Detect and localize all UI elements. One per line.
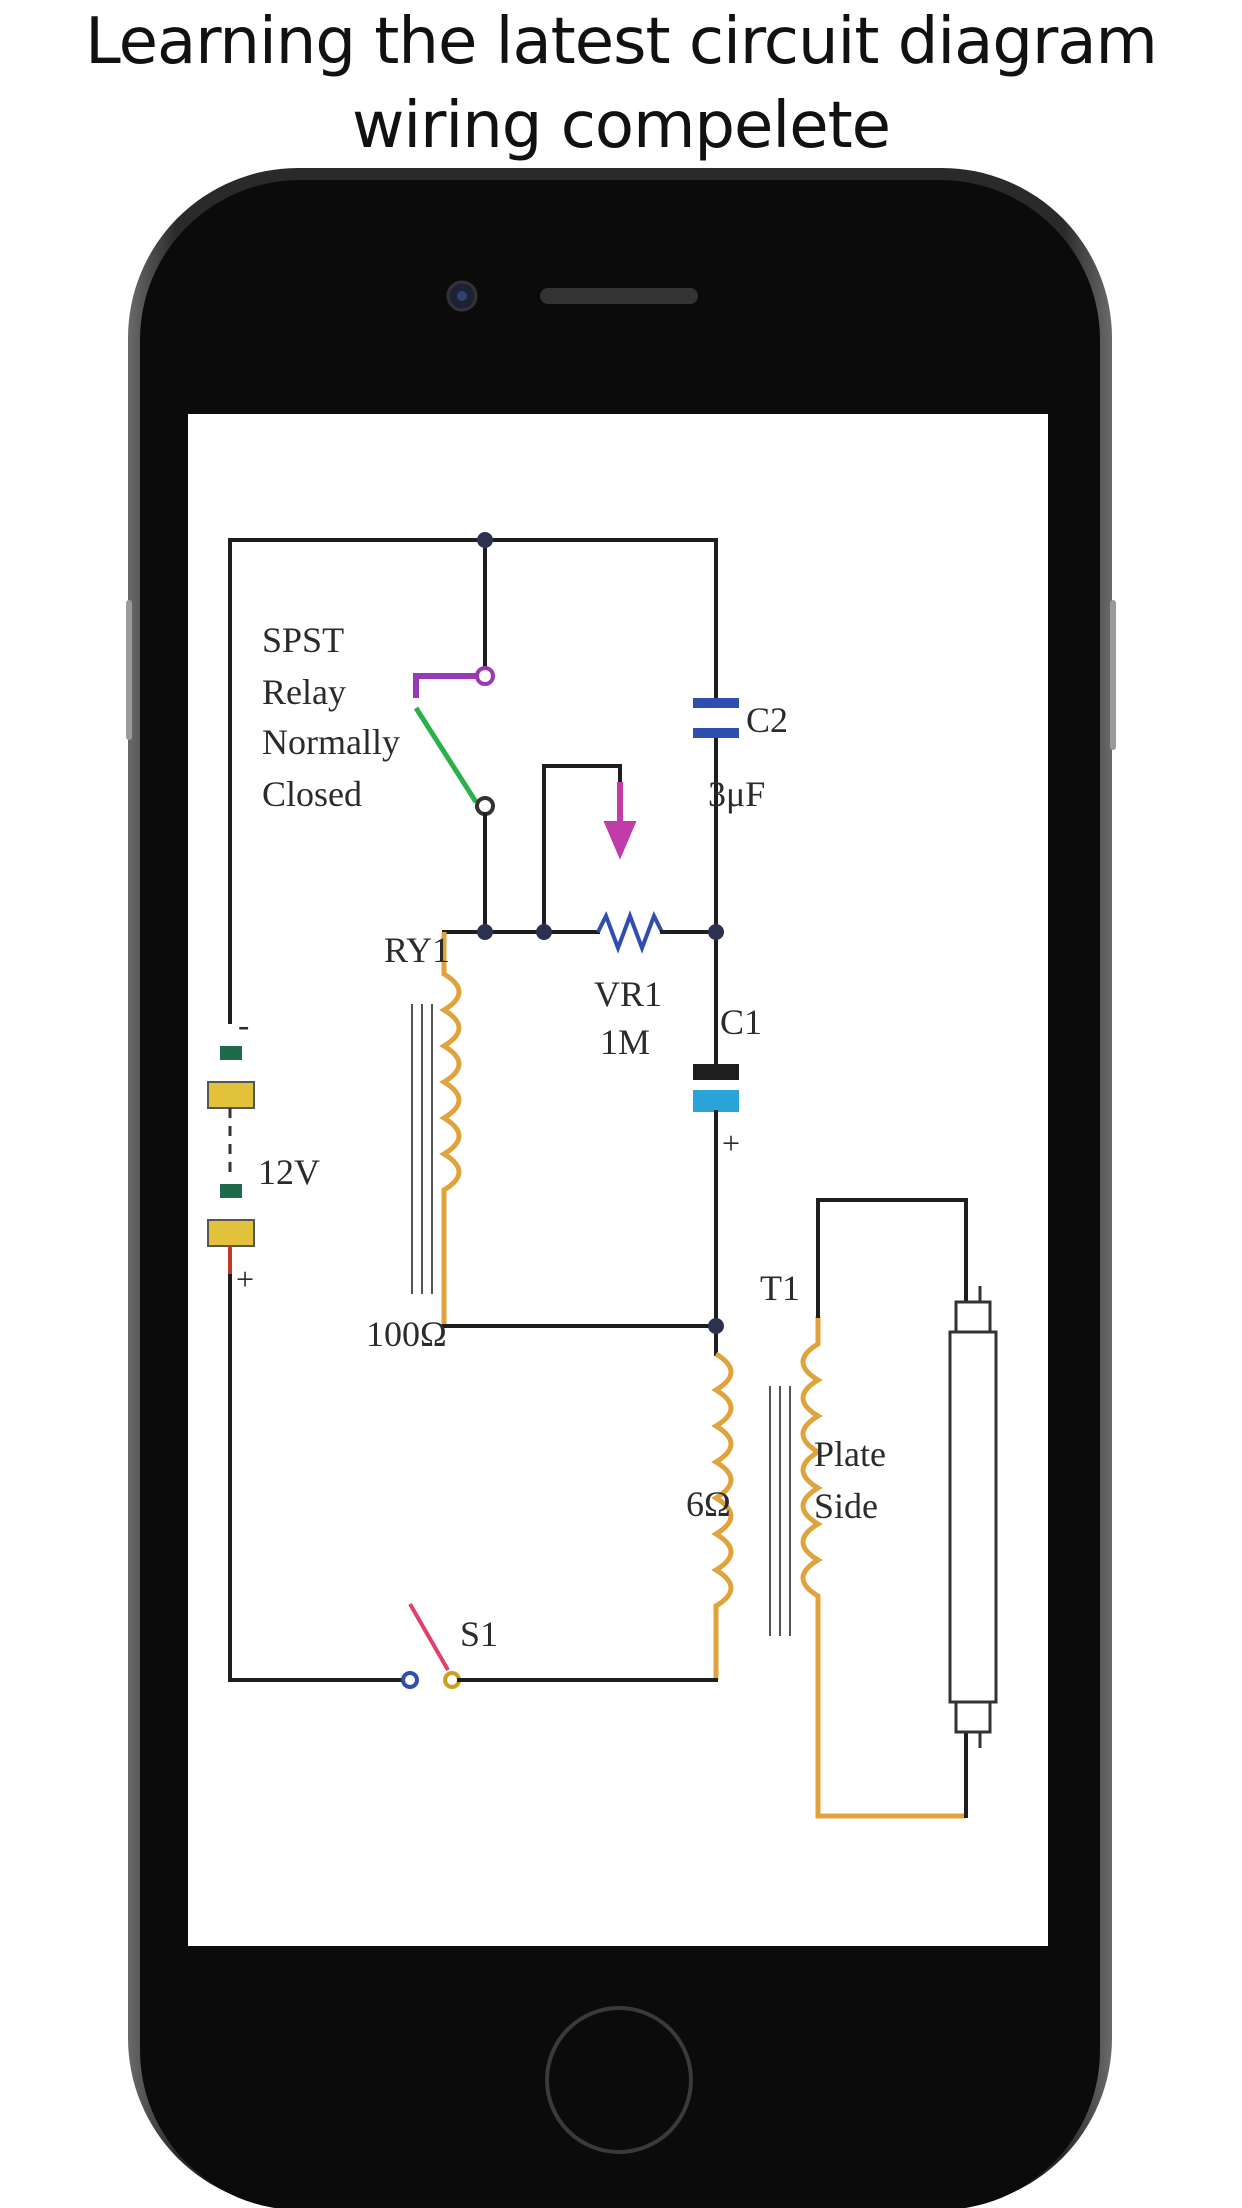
relay-contact bbox=[413, 666, 495, 816]
label-relay: Relay bbox=[262, 672, 346, 712]
label-c2-value: 3μF bbox=[708, 774, 765, 814]
volume-button[interactable] bbox=[126, 600, 132, 740]
resistor-vr1 bbox=[596, 910, 664, 954]
label-t1: T1 bbox=[760, 1268, 800, 1308]
capacitor-c1 bbox=[693, 1064, 739, 1112]
label-normally: Normally bbox=[262, 722, 400, 762]
phone-screen: SPST Relay Normally Closed RY1 VR1 1M C2… bbox=[188, 414, 1048, 1946]
fluorescent-tube bbox=[948, 1286, 998, 1748]
label-vr1: VR1 bbox=[594, 974, 662, 1014]
label-side: Side bbox=[814, 1486, 878, 1526]
label-battery-plus: + bbox=[236, 1261, 254, 1297]
relay-coil bbox=[439, 932, 462, 1326]
label-spst: SPST bbox=[262, 620, 344, 660]
power-button[interactable] bbox=[1110, 600, 1116, 750]
label-battery-minus: - bbox=[238, 1007, 249, 1044]
label-c1-plus: + bbox=[722, 1125, 740, 1161]
switch-s1 bbox=[401, 1603, 461, 1689]
label-c2: C2 bbox=[746, 700, 788, 740]
label-plate: Plate bbox=[814, 1434, 886, 1474]
label-primary-value: 6Ω bbox=[686, 1484, 731, 1524]
circuit-diagram: SPST Relay Normally Closed RY1 VR1 1M C2… bbox=[207, 532, 998, 1819]
label-s1: S1 bbox=[460, 1614, 498, 1654]
label-battery-value: 12V bbox=[258, 1152, 320, 1192]
transformer-primary bbox=[711, 1351, 734, 1680]
label-vr1-value: 1M bbox=[600, 1022, 650, 1062]
capacitor-c2 bbox=[693, 698, 739, 738]
headline-line-1: Learning the latest circuit diagram bbox=[85, 5, 1158, 79]
battery-12v bbox=[207, 1046, 255, 1274]
earpiece-speaker-icon bbox=[540, 288, 698, 304]
transformer-secondary bbox=[800, 1316, 966, 1819]
label-closed: Closed bbox=[262, 774, 362, 814]
pot-wiper-arrow bbox=[603, 782, 637, 860]
label-ry1: RY1 bbox=[384, 930, 450, 970]
label-coil-value: 100Ω bbox=[366, 1314, 447, 1354]
home-button-icon bbox=[545, 2006, 693, 2154]
promo-headline: Learning the latest circuit diagram wiri… bbox=[0, 0, 1242, 168]
headline-line-2: wiring compelete bbox=[351, 89, 891, 163]
label-c1: C1 bbox=[720, 1002, 762, 1042]
